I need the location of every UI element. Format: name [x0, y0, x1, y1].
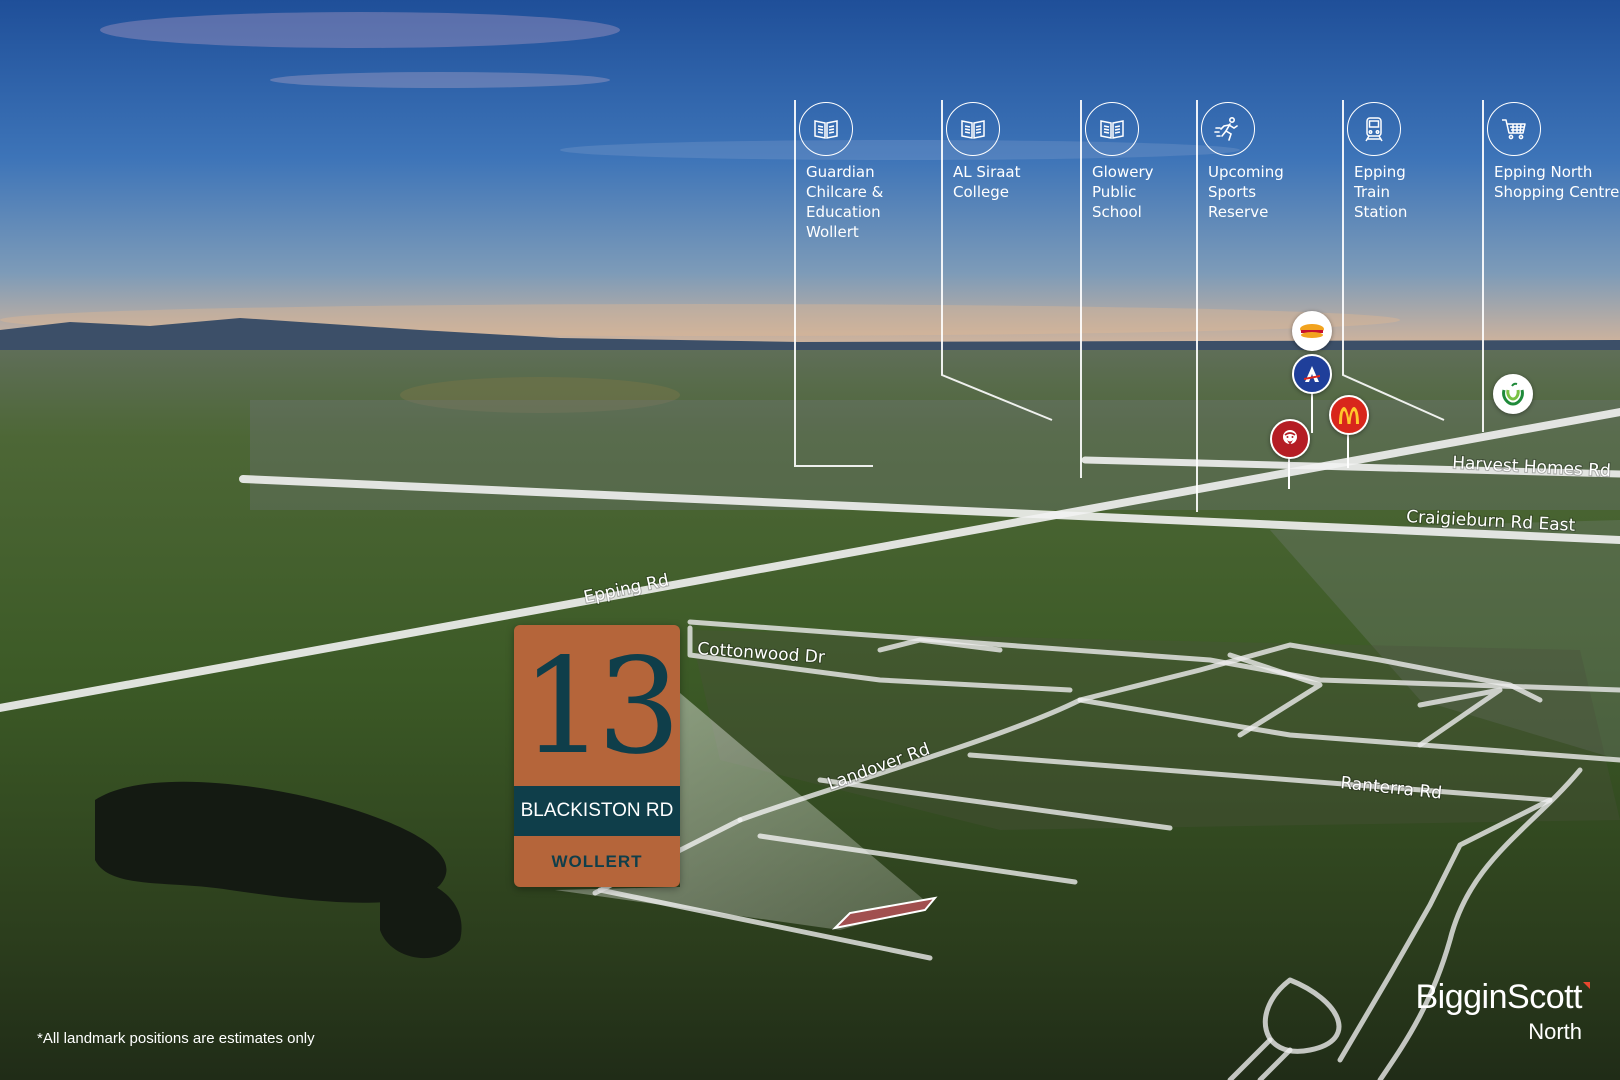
brand-subtitle: North [1528, 1019, 1582, 1044]
landmark-name: AL Siraat College [953, 163, 1021, 201]
landmark-name: Guardian Chilcare & Education Wollert [806, 163, 884, 241]
book-icon [946, 102, 1000, 156]
train-icon [1347, 102, 1401, 156]
landmark-name: Epping North Shopping Centre [1494, 163, 1620, 201]
landmark-name: Epping Train Station [1354, 163, 1408, 221]
runner-icon [1201, 102, 1255, 156]
book-icon [1085, 102, 1139, 156]
lot-suburb: WOLLERT [551, 852, 643, 871]
hungry-jacks-logo-icon [1292, 311, 1332, 351]
brand-name: BigginScott [1415, 978, 1583, 1016]
landmark-al-siraat-college: AL Siraat College [942, 102, 1021, 202]
pin-stem [1288, 455, 1290, 489]
woolworths-logo-icon [1493, 374, 1533, 414]
landmark-name: Glowery Public School [1092, 163, 1154, 221]
book-icon [799, 102, 853, 156]
pin-stem [1311, 393, 1313, 433]
landmark-glowery-public-school: Glowery Public School [1081, 102, 1154, 222]
lot-number: 13 [521, 630, 680, 784]
ampol-logo-icon [1292, 354, 1332, 394]
shopping-cart-icon [1487, 102, 1541, 156]
landmark-name: Upcoming Sports Reserve [1208, 163, 1284, 221]
lot-street: BLACKISTON RD [514, 786, 680, 836]
kfc-logo-icon [1270, 419, 1310, 459]
mcdonalds-logo-icon [1329, 395, 1369, 435]
landmark-upcoming-sports-reserve: Upcoming Sports Reserve [1197, 102, 1284, 222]
brand-logo: BigginScott North [1415, 978, 1590, 1046]
landmark-guardian-childcare: Guardian Chilcare & Education Wollert [795, 102, 883, 242]
disclaimer-text: *All landmark positions are estimates on… [37, 1030, 315, 1047]
pin-stem [1347, 433, 1349, 468]
lot-card[interactable]: 13 BLACKISTON RD WOLLERT [514, 625, 680, 887]
landmark-epping-train-station: Epping Train Station [1343, 102, 1407, 222]
landmark-epping-north-shopping-centre: Epping North Shopping Centre [1483, 102, 1619, 202]
brand-accent-mark [1583, 982, 1590, 989]
